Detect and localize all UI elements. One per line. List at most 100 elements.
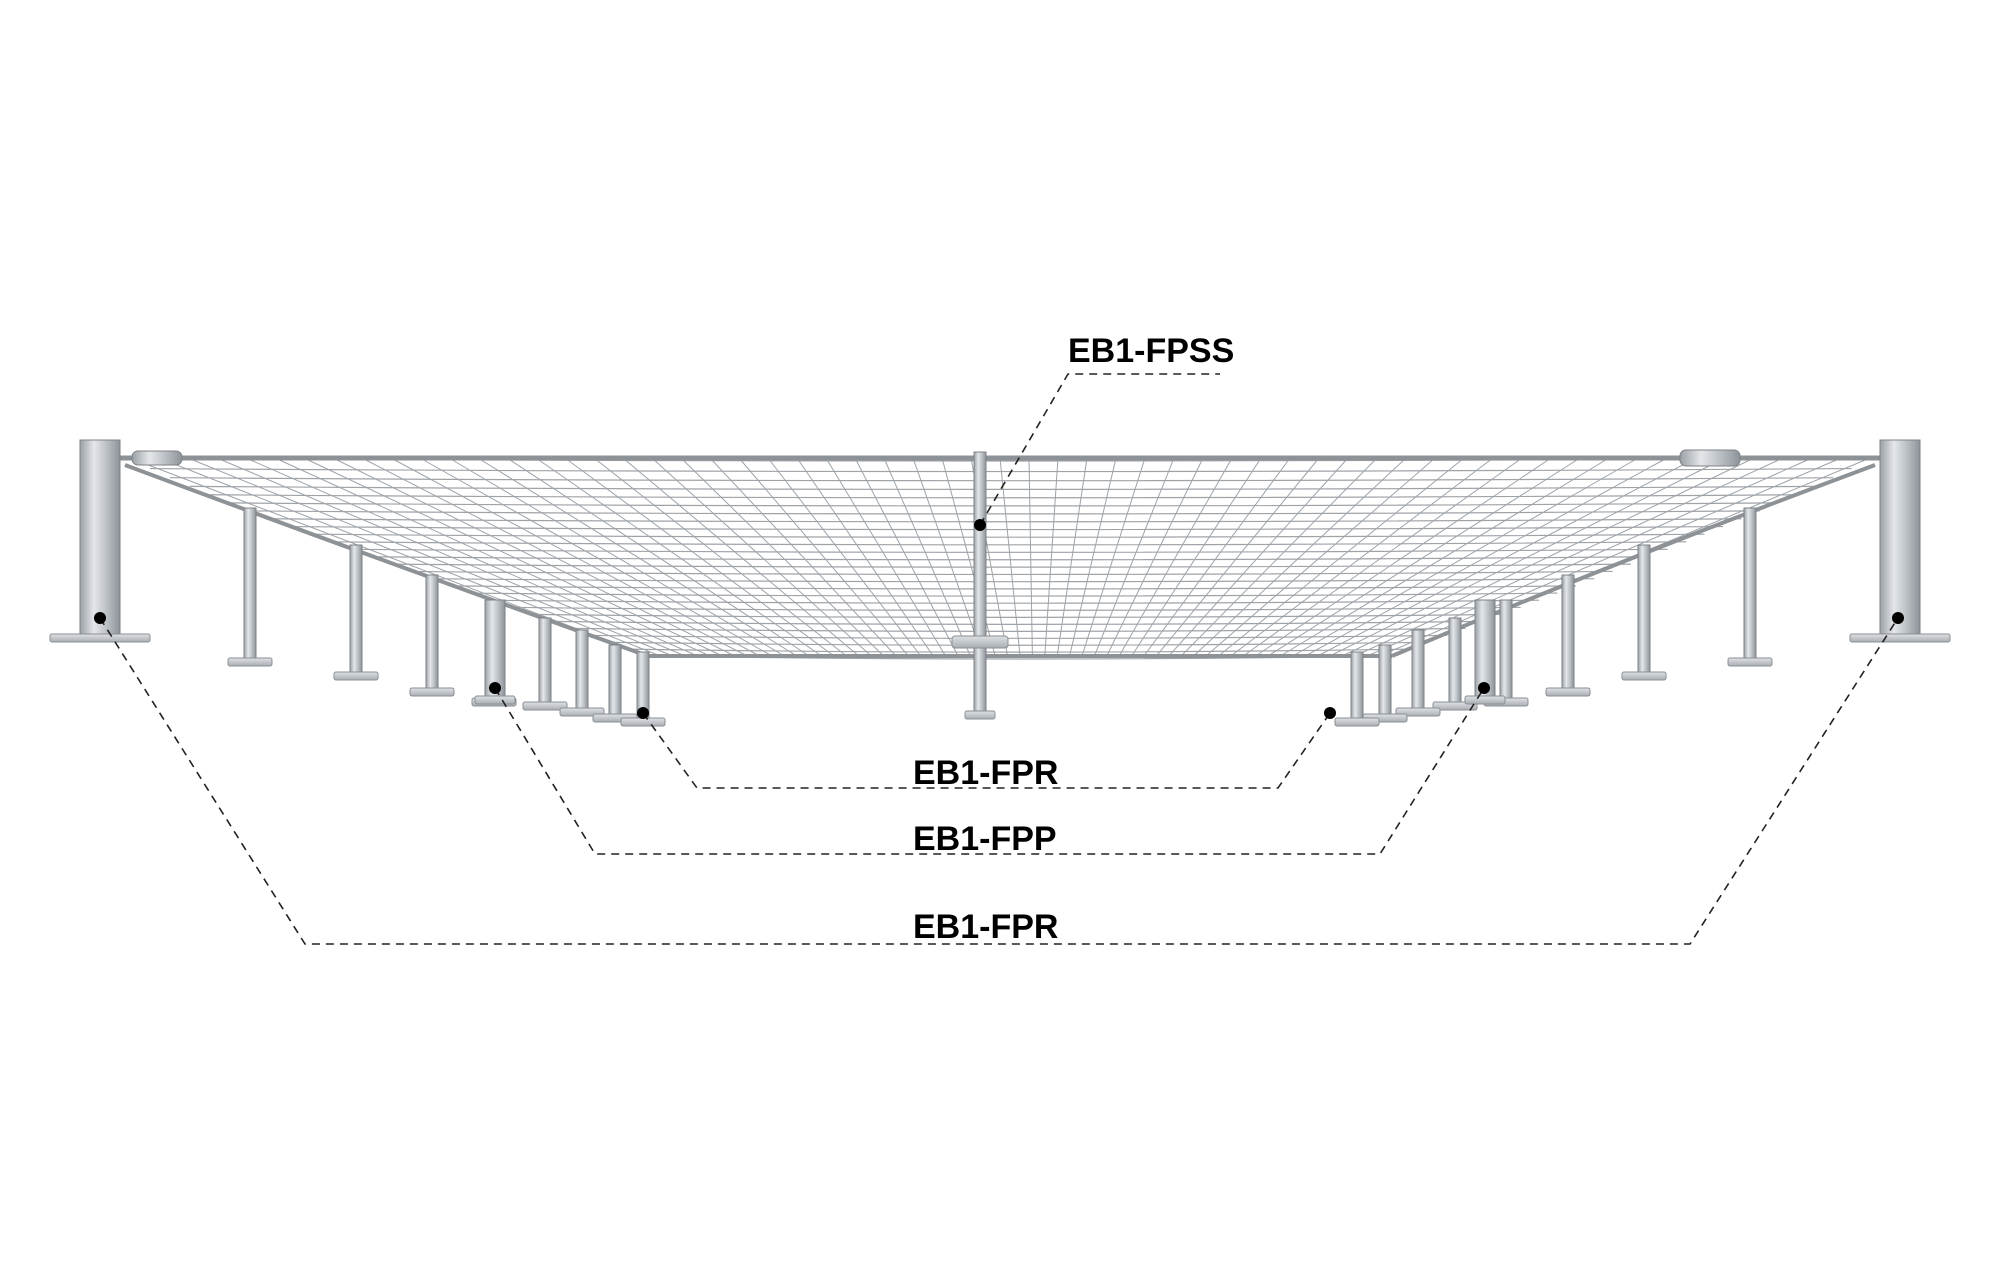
intermediate-post [1637,544,1651,677]
mesh-strand [796,457,934,657]
intermediate-post-plate [1395,707,1441,717]
mesh-strand [274,457,711,657]
mesh-strand [999,457,1021,657]
mesh-strand [1230,457,1494,657]
callout-dot-fpr-inner [1324,707,1336,719]
mesh-strand [564,457,835,657]
mesh-strand [229,502,1779,507]
mesh-strand [528,613,1503,618]
intermediate-post [538,617,552,707]
mesh-strand [1156,457,1320,657]
callout-label-fpr-inner: EB1-FPR [913,754,1058,792]
support-posts [49,439,1951,727]
callout-label-fpss: EB1-FPSS [1068,332,1234,370]
mesh-strand [249,510,1760,515]
mesh-strand [941,457,996,657]
mesh-strand [209,494,1797,499]
mesh-strand [488,599,1540,604]
intermediate-post-plate [1621,671,1667,681]
mesh-strand [1317,457,1697,657]
mesh-strand [187,457,673,657]
mesh-strand [149,467,1852,473]
mesh-strand [568,627,1466,632]
mesh-strand [1304,457,1668,657]
intermediate-post-plate [1545,687,1591,697]
intermediate-post [425,574,439,693]
mesh-strand [548,620,1484,625]
mesh-strand [1267,457,1581,657]
mesh-strand [912,457,984,657]
intermediate-post [1448,617,1462,707]
mesh-strand [448,457,785,657]
mesh-strand [1044,457,1059,657]
mesh-strand [303,457,723,657]
intermediate-post [1743,507,1757,663]
mesh-strand [1255,457,1552,657]
mesh-strand [1193,457,1407,657]
intermediate-post-plate [620,717,666,727]
mesh-strand [361,457,748,657]
mesh-strand [622,457,860,657]
mesh-strand [332,457,736,657]
intermediate-post-plate [522,701,568,711]
mesh-strand [506,457,810,657]
end-post-left-plate [49,633,151,643]
intermediate-post-plate [333,671,379,681]
callout-dot-fpr-inner [637,707,649,719]
mesh-strand [309,533,1705,538]
mesh-strand [883,457,971,657]
mesh-strand [1093,457,1175,657]
mesh-strand [508,606,1521,611]
intermediate-post [1350,651,1364,723]
mesh-strand [1118,457,1233,657]
mesh-strand [468,592,1558,597]
mesh-strand [680,457,884,657]
intermediate-post [243,507,257,663]
leader-fpr-inner [642,712,1331,789]
intermediate-post [1411,629,1425,713]
mesh-strand [388,563,1632,568]
intermediate-post [575,629,589,713]
pipe-post-left-plate [474,695,516,705]
mesh-strand [408,570,1613,576]
mesh-strand [245,457,698,657]
mesh-strand [1028,457,1033,657]
mesh-strand [349,548,1668,553]
side-cable-left [124,463,649,658]
callout-dot-fpp [1478,682,1490,694]
side-cable-right [1391,463,1876,658]
mesh-strand [1081,457,1146,657]
mesh-strand [1205,457,1436,657]
intermediate-post [349,544,363,677]
mesh-strand [1143,457,1291,657]
intermediate-post-plate [409,687,455,697]
mesh-strand [1180,457,1378,657]
callout-leaders [94,373,1904,945]
cable-shackle [131,450,183,466]
callout-label-fpr-outer: EB1-FPR [913,908,1058,946]
intermediate-post-plate [1334,717,1380,727]
mesh-strand [269,518,1742,523]
mesh-strand [709,457,897,657]
end-post-right-plate [1849,633,1951,643]
mesh-strand [216,457,686,657]
mesh-strand [158,457,661,657]
end-post-right [1879,439,1921,639]
mesh-strand [477,457,798,657]
mesh-strand [1242,457,1523,657]
center-strut [973,451,987,716]
mesh-strand [169,477,1834,482]
callout-dot-fpr-outer [94,612,106,624]
mesh-strand [738,457,909,657]
mesh-strand [369,556,1650,561]
intermediate-post-plate [227,657,273,667]
mesh-strand [1056,457,1088,657]
mesh-strand [448,585,1576,590]
mesh-strand [428,578,1595,583]
mesh-strand [390,457,760,657]
mesh-strand [1218,457,1465,657]
mesh-strand [1354,457,1784,657]
cable-tensioner [1679,449,1741,467]
